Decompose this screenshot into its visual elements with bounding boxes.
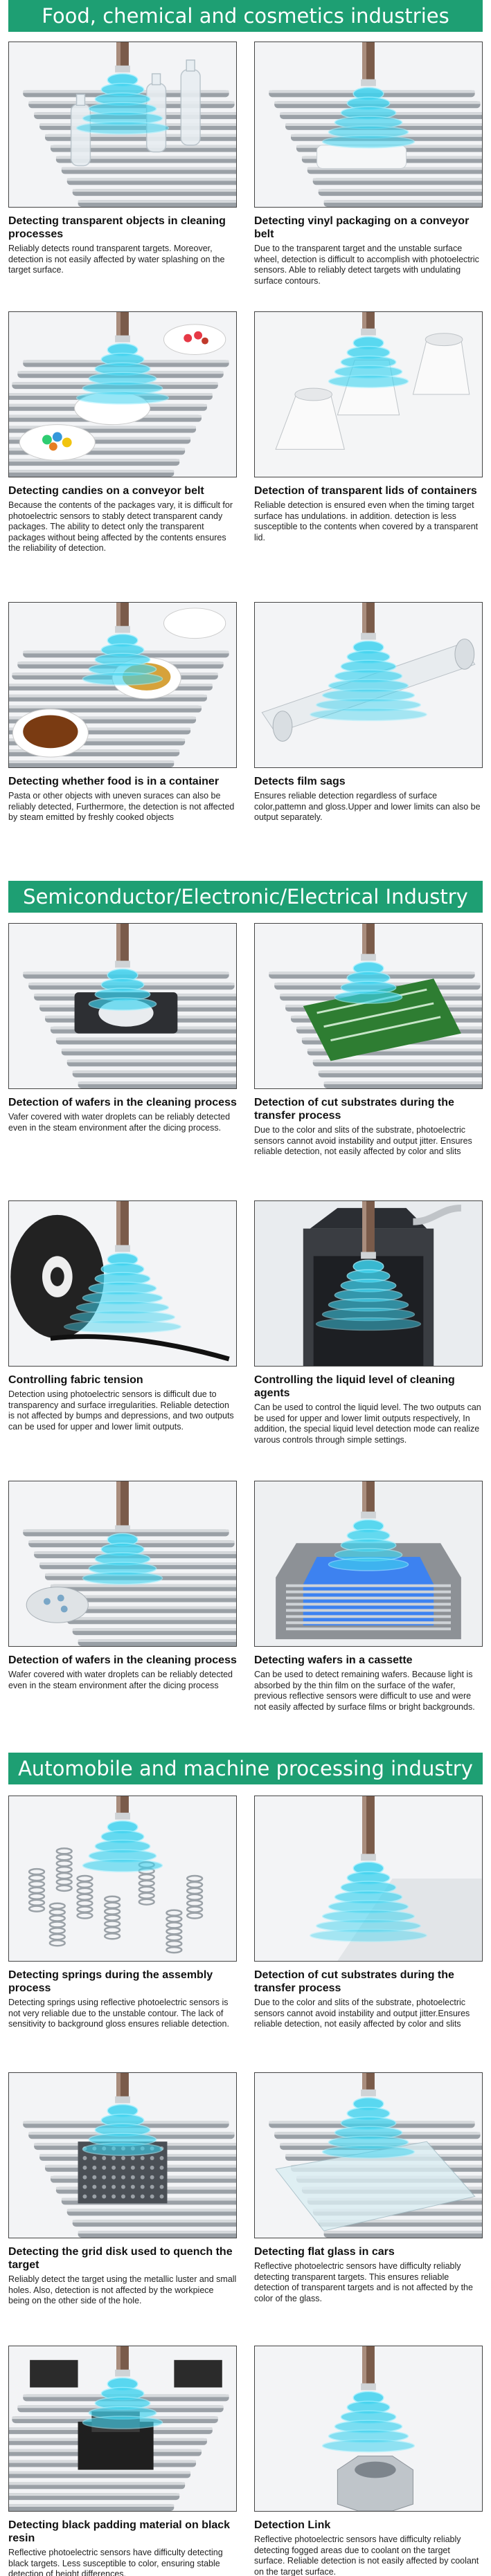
card-description: Can be used to detect remaining wafers. … — [254, 1670, 475, 1712]
card-description: Due to the color and slits of the substr… — [254, 1125, 472, 1156]
card-title: Detecting transparent objects in cleanin… — [8, 215, 226, 240]
card-description: Vafer covered with water droplets can be… — [8, 1112, 231, 1133]
application-card: Controlling the liquid level of cleaning… — [254, 1200, 483, 1445]
card-title: Detecting vinyl packaging on a conveyor … — [254, 215, 470, 240]
application-card: Detection of transparent lids of contain… — [254, 311, 483, 543]
application-illustration — [8, 1481, 237, 1647]
application-illustration — [8, 311, 237, 477]
card-title: Controlling the liquid level of cleaning… — [254, 1374, 455, 1399]
card-title: Detection of cut substrates during the t… — [254, 1097, 454, 1122]
application-illustration — [8, 1200, 237, 1367]
application-illustration — [254, 2346, 483, 2512]
card-title: Detects film sags — [254, 776, 346, 787]
application-illustration — [8, 1796, 237, 1962]
application-illustration — [254, 1796, 483, 1962]
application-card: Detecting the grid disk used to quench t… — [8, 2072, 237, 2307]
card-description: Detection using photoelectric sensors is… — [8, 1389, 234, 1432]
card-description: Because the contents of the packages var… — [8, 500, 233, 553]
card-title: Controlling fabric tension — [8, 1374, 143, 1386]
application-illustration — [254, 923, 483, 1089]
application-card: Detecting vinyl packaging on a conveyor … — [254, 42, 483, 286]
card-description: Reflective photoelectric sensors have di… — [254, 2534, 479, 2576]
card-title: Detecting black padding material on blac… — [8, 2519, 231, 2544]
card-description: Pasta or other objects with uneven surac… — [8, 791, 235, 822]
application-card: Detecting springs during the assembly pr… — [8, 1796, 237, 2030]
card-title: Detection Link — [254, 2519, 331, 2531]
card-description: Detecting springs using reflective photo… — [8, 1998, 229, 2029]
card-title: Detecting flat glass in cars — [254, 2246, 395, 2258]
section-header: Food, chemical and cosmetics industries — [8, 0, 483, 32]
card-description: Reflective photoelectric sensors have di… — [254, 2261, 473, 2303]
application-illustration — [8, 2346, 237, 2512]
card-title: Detecting wafers in a cassette — [254, 1654, 413, 1666]
card-title: Detection of wafers in the cleaning proc… — [8, 1097, 237, 1108]
application-illustration — [8, 923, 237, 1089]
card-description: Reliably detect the target using the met… — [8, 2274, 237, 2305]
application-card: Detecting whether food is in a container… — [8, 602, 237, 823]
section-header: Automobile and machine processing indust… — [8, 1753, 483, 1784]
application-card: Detecting black padding material on blac… — [8, 2346, 237, 2576]
card-title: Detecting the grid disk used to quench t… — [8, 2246, 233, 2271]
card-description: Reliably detects round transparent targe… — [8, 244, 225, 275]
application-illustration — [254, 311, 483, 477]
application-illustration — [254, 1200, 483, 1367]
application-illustration — [254, 602, 483, 768]
application-card: Detection of cut substrates during the t… — [254, 923, 483, 1158]
card-description: Ensures reliable detection regardless of… — [254, 791, 481, 822]
application-card: Detection of wafers in the cleaning proc… — [8, 923, 237, 1133]
card-description: Due to the color and slits of the substr… — [254, 1998, 470, 2029]
card-description: Reflective photoelectric sensors have di… — [8, 2548, 223, 2576]
card-description: Wafer covered with water droplets can be… — [8, 1670, 233, 1690]
application-illustration — [8, 2072, 237, 2238]
application-illustration — [8, 42, 237, 208]
card-title: Detection of transparent lids of contain… — [254, 485, 477, 497]
application-illustration — [254, 2072, 483, 2238]
application-illustration — [254, 1481, 483, 1647]
card-title: Detection of wafers in the cleaning proc… — [8, 1654, 237, 1666]
card-description: Can be used to control the liquid level.… — [254, 1403, 481, 1445]
application-illustration — [8, 602, 237, 768]
application-card: Detecting transparent objects in cleanin… — [8, 42, 237, 276]
section-header: Semiconductor/Electronic/Electrical Indu… — [8, 881, 483, 913]
card-description: Due to the transparent target and the un… — [254, 244, 479, 286]
card-title: Detecting whether food is in a container — [8, 776, 220, 787]
card-title: Detection of cut substrates during the t… — [254, 1969, 454, 1994]
card-title: Detecting candies on a conveyor belt — [8, 485, 204, 497]
application-card: Detection of wafers in the cleaning proc… — [8, 1481, 237, 1691]
card-description: Reliable detection is ensured even when … — [254, 500, 479, 542]
application-illustration — [254, 42, 483, 208]
application-card: Detection of cut substrates during the t… — [254, 1796, 483, 2030]
card-title: Detecting springs during the assembly pr… — [8, 1969, 213, 1994]
